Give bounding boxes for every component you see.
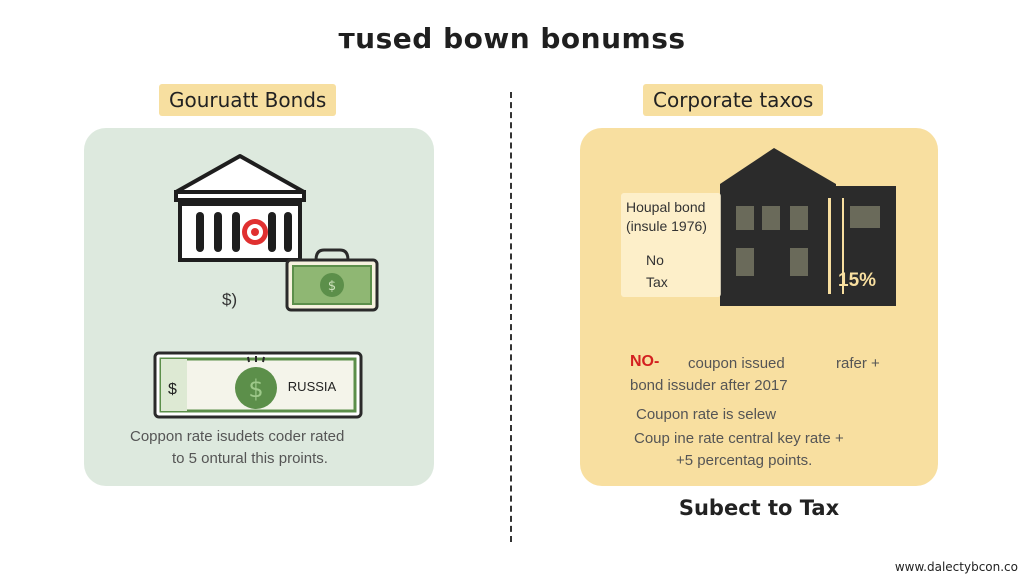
subject-to-tax-label: Subect to Tax	[678, 496, 840, 520]
bond-label-line-1: Houpal bond	[626, 199, 706, 215]
bond-label-line-3: No	[646, 252, 664, 268]
dollar-text: $)	[222, 290, 238, 309]
banknote-center-symbol: $	[248, 375, 263, 403]
left-description-line-1: Coppon rate isudets coder rated	[130, 428, 345, 445]
center-divider	[510, 92, 512, 542]
bank-building-icon	[174, 154, 306, 262]
target-icon	[242, 219, 268, 245]
cash-bundle-icon: $	[285, 248, 379, 312]
banknote-dollar-sign: $	[168, 381, 177, 398]
banknote-country: RUSSIA	[288, 379, 337, 394]
right-note-central-rate: Coup ine rate central key rate +	[634, 430, 844, 447]
right-note-rafer: rafer +	[836, 355, 880, 372]
bond-label-box	[621, 193, 721, 297]
cash-symbol: $	[328, 279, 336, 294]
banknote-icon: $ $ RUSSIA	[153, 351, 363, 419]
bond-label-line-4: Tax	[646, 274, 668, 290]
right-note-percentage: +5 percentag points.	[676, 452, 813, 469]
page-title: тused bown bonumss	[338, 22, 686, 55]
no-label: NO-	[630, 353, 660, 370]
bond-label-line-2: (insule 1976)	[626, 218, 707, 234]
office-building-icon	[720, 148, 896, 306]
footer-url: www.dalectybcon.co	[894, 560, 1018, 574]
right-section-tag: Corporate taxos	[643, 84, 824, 116]
right-note-issuer: bond issuder after 2017	[630, 377, 788, 394]
right-note-coupon-rate: Coupon rate is selew	[636, 406, 777, 423]
tax-rate: 15%	[838, 270, 877, 291]
left-description-line-2: to 5 ontural this proints.	[172, 450, 328, 467]
left-section-tag: Gouruatt Bonds	[159, 84, 337, 116]
right-note-coupon-issued: coupon issued	[688, 355, 785, 372]
